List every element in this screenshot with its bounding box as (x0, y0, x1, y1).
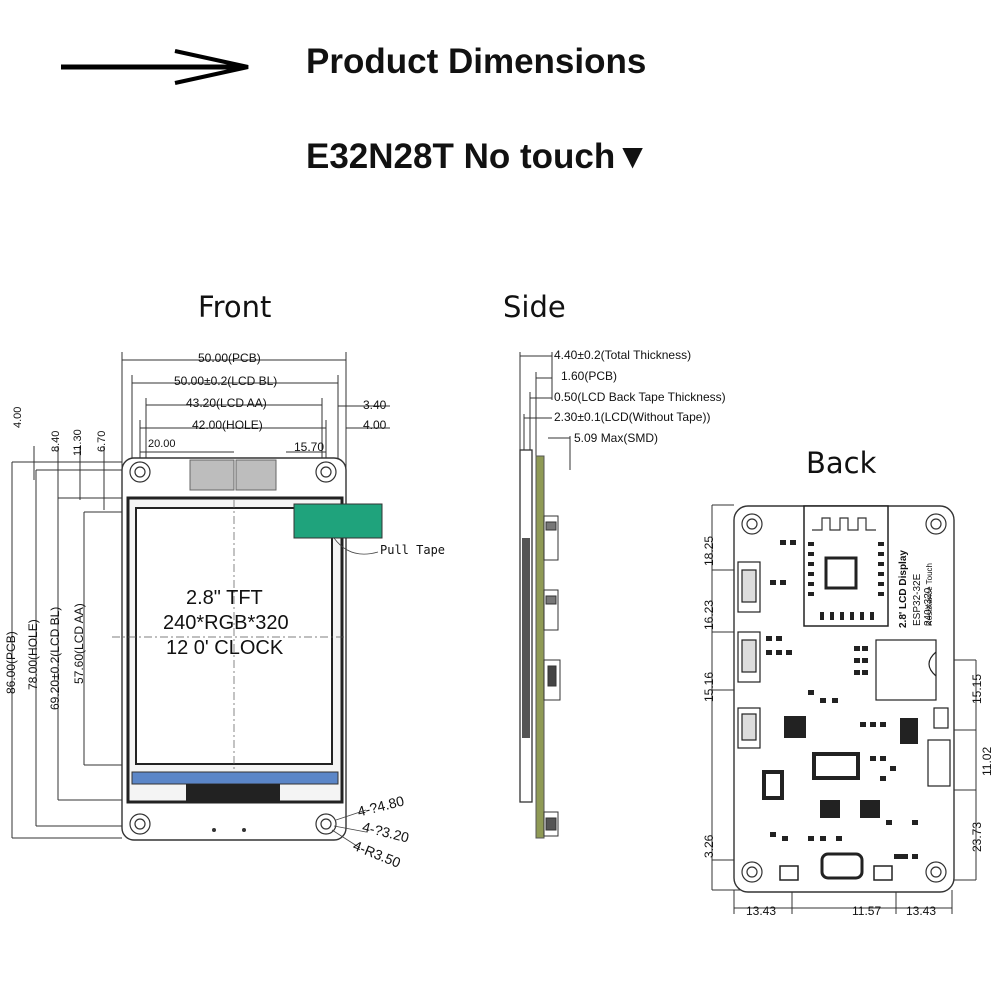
front-dim-lcd-bl-width: 50.00±0.2(LCD BL) (174, 374, 278, 388)
back-dim-left-3: 15.16 (702, 671, 716, 702)
back-dim-bottom-1: 13.43 (746, 904, 777, 918)
front-dim-hole-width: 42.00(HOLE) (192, 418, 263, 432)
front-dim-left-offset: 20.00 (148, 438, 176, 450)
side-view-title: Side (503, 290, 566, 324)
back-dim-left-1: 18.25 (702, 535, 716, 566)
screen-orientation-label: 12 0' CLOCK (166, 637, 284, 659)
side-dim-pcb: 1.60(PCB) (561, 369, 618, 383)
back-dim-right-2: 11.02 (980, 746, 994, 776)
back-silk-line1: 2.8' LCD Display (898, 550, 909, 628)
screen-resolution-label: 240*RGB*320 (163, 612, 289, 634)
side-pcb (535, 455, 545, 839)
back-dim-bottom-3: 13.43 (906, 904, 937, 918)
pull-tape-label: Pull Tape (380, 543, 446, 557)
back-dim-right-3: 23.73 (970, 821, 984, 852)
front-view-title: Front (198, 290, 272, 324)
side-dim-lcd: 2.30±0.1(LCD(Without Tape)) (554, 410, 711, 424)
back-dim-bottom-2: 11.57 (852, 904, 882, 918)
side-dim-tape: 0.50(LCD Back Tape Thickness) (554, 390, 726, 404)
back-view-title: Back (806, 446, 877, 480)
side-view-drawing (519, 352, 571, 839)
model-title: E32N28T No touch▼ (306, 137, 650, 176)
header-arrow-icon (61, 49, 249, 85)
screen-size-label: 2.8" TFT (186, 587, 263, 609)
side-dim-smd: 5.09 Max(SMD) (574, 431, 659, 445)
front-dim-right-offset: 15.70 (294, 440, 325, 454)
back-dim-left-4: 3.26 (702, 834, 716, 858)
front-dim-lcd-aa-width: 43.20(LCD AA) (186, 396, 267, 410)
back-dim-left-2: 16.23 (702, 599, 716, 630)
page-title: Product Dimensions (306, 42, 647, 81)
back-view-drawing (711, 504, 977, 914)
front-dim-pcb-width: 50.00(PCB) (198, 351, 261, 365)
back-silk-line3: Resistance Touch (925, 563, 934, 626)
pull-tape (293, 503, 383, 539)
front-view-drawing (11, 352, 390, 849)
back-dim-right-1: 15.15 (970, 673, 984, 704)
front-dim-right-b: 4.00 (363, 418, 387, 432)
front-dim-right-a: 3.40 (363, 398, 387, 412)
side-dim-total: 4.40±0.2(Total Thickness) (554, 348, 692, 362)
